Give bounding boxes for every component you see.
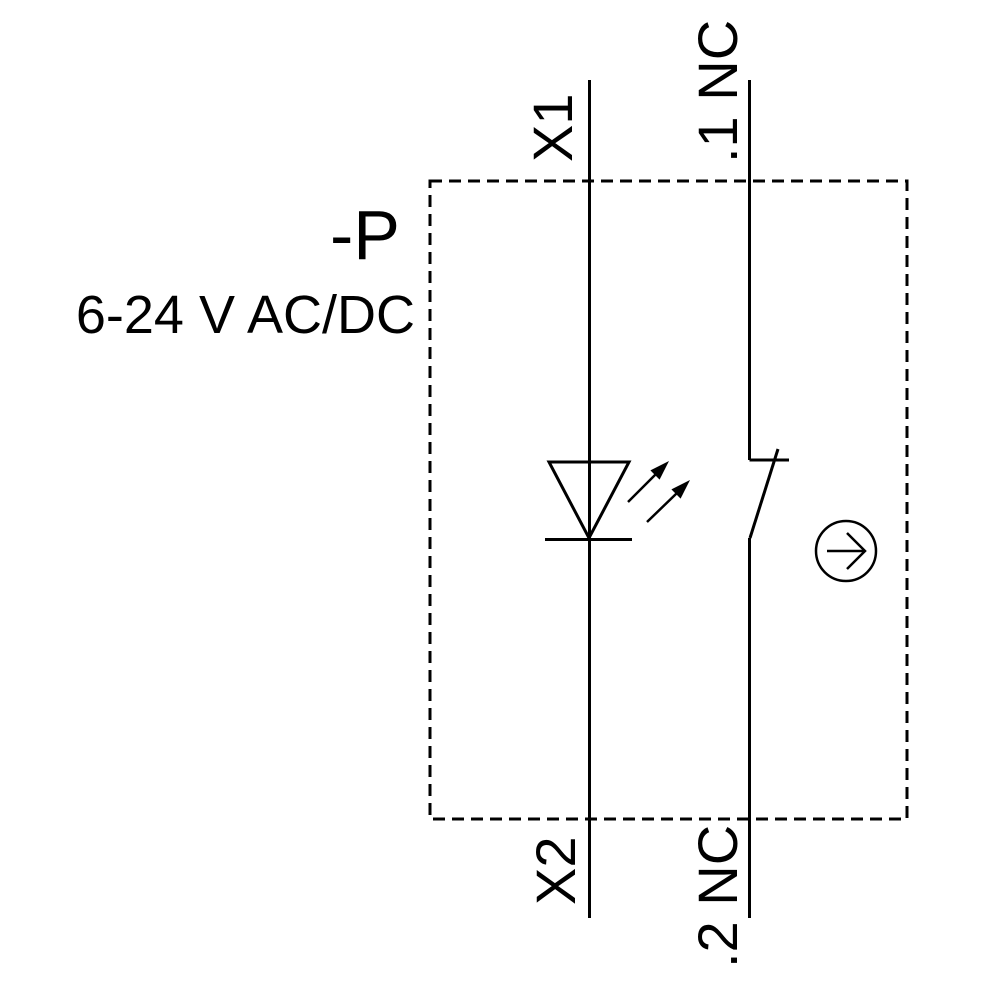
nc-contact-blade (748, 448, 780, 539)
terminal-label-x2: X2 (524, 837, 587, 906)
led-triangle (546, 460, 632, 542)
terminal-label-2nc: .2 NC (686, 825, 749, 968)
circle-right-arrow-icon (814, 519, 878, 583)
actuator-arrow-head (846, 532, 867, 570)
light-arrow-shaft (627, 473, 657, 503)
led-diode-with-light-arrows-icon (545, 460, 690, 542)
device-designation-label: -P (330, 196, 400, 274)
light-arrow-shaft (646, 492, 678, 523)
terminal-label-1nc: .1 NC (686, 20, 749, 163)
normally-closed-contact-icon (748, 448, 789, 539)
light-emission-arrow-1 (627, 461, 669, 503)
light-arrow-head (671, 480, 690, 499)
voltage-rating-label: 6-24 V AC/DC (76, 285, 415, 345)
actuator-circle (814, 519, 878, 583)
light-emission-arrow-2 (646, 480, 690, 523)
component-boundary-dashed-box (428, 179, 909, 821)
terminal-label-x1: X1 (521, 94, 584, 163)
light-arrow-head (650, 461, 669, 480)
